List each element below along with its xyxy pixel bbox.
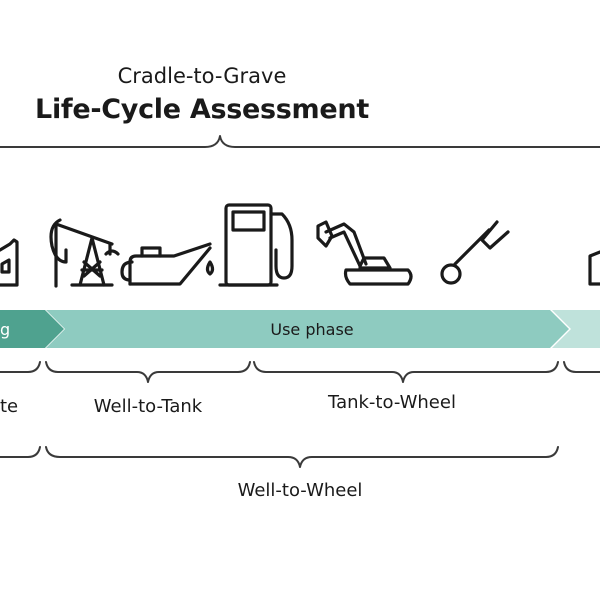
diagram-subtitle: Cradle-to-Grave (117, 64, 287, 88)
oil-pump-icon (49, 218, 120, 288)
stage-label-manufacturing: te (0, 396, 19, 417)
cradle-to-grave-brace (0, 135, 600, 148)
stage-label-well-to-tank: Well-to-Tank (93, 396, 203, 417)
fuel-pump-icon (218, 203, 294, 287)
oil-can-icon (120, 242, 215, 286)
excavator-icon (316, 220, 413, 286)
factory-icon (0, 238, 19, 287)
phase-label-use: Use phase (270, 320, 354, 339)
phase-label-manufacturing: g (0, 320, 11, 339)
cradle-brace (0, 446, 41, 458)
end-of-life-brace (563, 361, 600, 373)
stage-label-well-to-wheel: Well-to-Wheel (237, 480, 363, 501)
diagram-title: Life-Cycle Assessment (35, 94, 369, 125)
manufacturing-brace (0, 361, 41, 373)
wrench-icon (440, 220, 510, 285)
well-to-wheel-brace (45, 446, 559, 468)
phase-band-use (46, 310, 569, 348)
tank-to-wheel-brace (253, 361, 559, 383)
stage-label-tank-to-wheel: Tank-to-Wheel (328, 392, 456, 413)
phase-band-manufacturing (0, 310, 64, 348)
phase-band-end (552, 310, 600, 348)
cropped-icon-right (588, 250, 600, 286)
well-to-tank-brace (45, 361, 251, 383)
